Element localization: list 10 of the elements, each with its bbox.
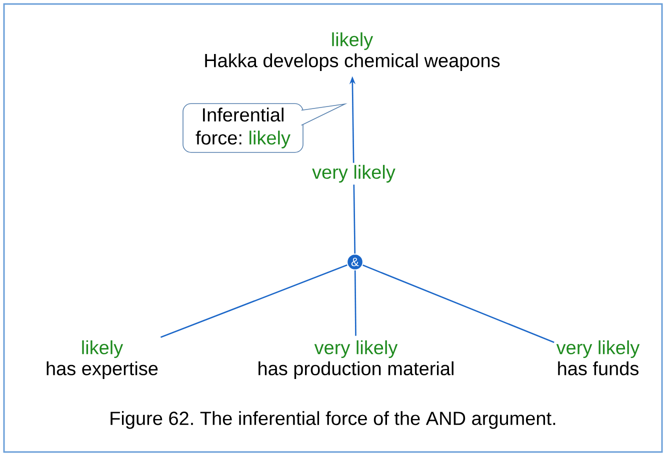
claim-text: likely has expertise: [46, 340, 158, 380]
callout-box: Inferential force: likely: [182, 103, 348, 153]
edge-label: very likely: [310, 162, 398, 185]
connector-line: [362, 264, 554, 343]
claim-text: very likely has funds: [556, 340, 640, 376]
claim-text: very likely has production material: [258, 340, 454, 380]
claim-text: likely Hakka develops chemical weapons: [205, 32, 500, 72]
connector-line: [354, 270, 356, 336]
connector-line: [160, 264, 348, 338]
caption: Figure 62. The inferential force of the AND argument.: [110, 411, 556, 429]
